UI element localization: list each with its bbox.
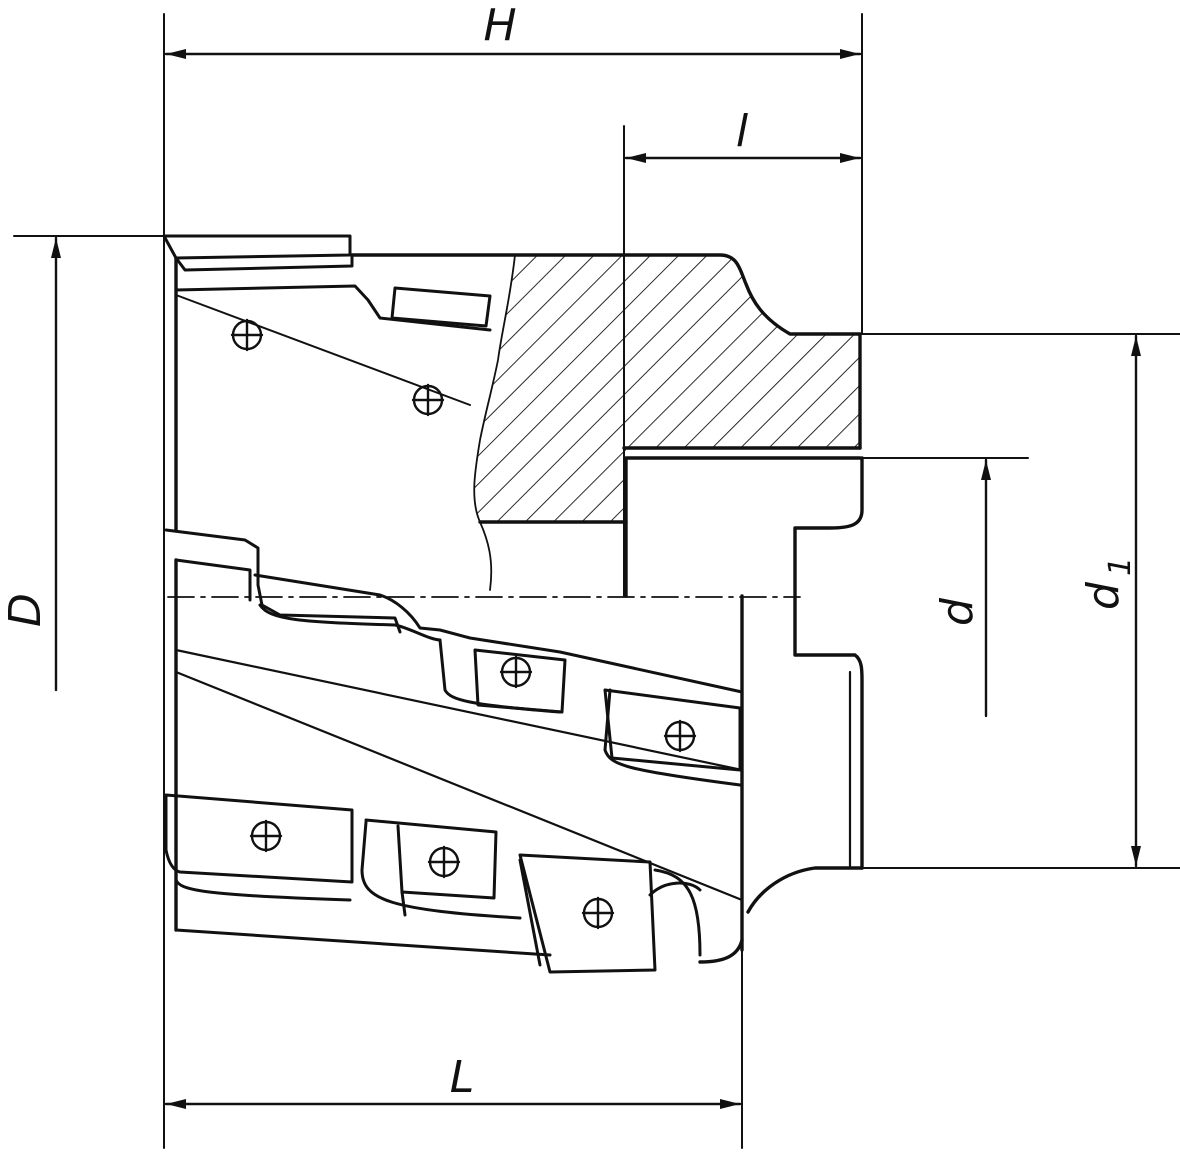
body-outline [174, 253, 864, 964]
dim-label-d1: d 1 [1078, 557, 1138, 610]
screw-icon [249, 819, 615, 930]
dim-label-d1-sub: 1 [1103, 557, 1138, 576]
dim-label-l: l [736, 106, 749, 157]
dimension-lines [51, 49, 1141, 1109]
screw-icon [499, 655, 697, 753]
dim-label-d-outer: D [0, 593, 51, 627]
extension-lines [13, 13, 1180, 1149]
screw-icon [230, 318, 445, 417]
dim-label-length: L [450, 1052, 475, 1103]
insert-top-left [162, 234, 492, 406]
dim-label-d1-main: d [1078, 581, 1129, 610]
bottom-flute [164, 793, 702, 974]
hatched-section [474, 255, 860, 522]
dim-label-h: H [483, 0, 516, 51]
middle-flute [164, 528, 744, 902]
dim-label-bore: d [932, 597, 983, 626]
